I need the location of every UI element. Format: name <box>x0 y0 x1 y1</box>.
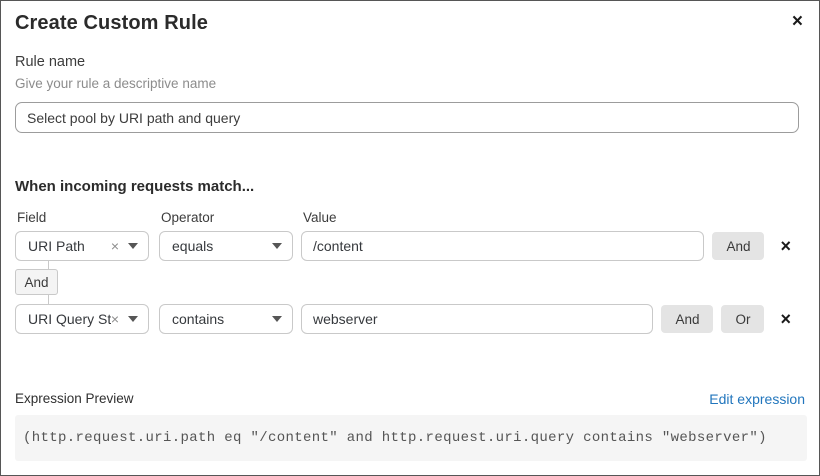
edit-expression-link[interactable]: Edit expression <box>709 391 805 407</box>
expression-code-text: (http.request.uri.path eq "/content" and… <box>23 430 767 446</box>
operator-select-value: contains <box>172 311 225 327</box>
and-button[interactable]: And <box>712 232 765 260</box>
match-section-heading: When incoming requests match... <box>15 178 255 195</box>
operator-select[interactable]: equals <box>159 231 293 261</box>
or-button[interactable]: Or <box>721 305 765 333</box>
field-select[interactable]: URI Path × <box>15 231 149 261</box>
page-title: Create Custom Rule <box>15 12 208 34</box>
chevron-down-icon <box>272 316 282 322</box>
logic-connector: And <box>15 261 805 304</box>
value-input[interactable] <box>301 231 705 261</box>
rule-name-helper-text: Give your rule a descriptive name <box>15 76 217 91</box>
rule-name-input[interactable] <box>15 102 799 133</box>
clear-field-icon[interactable]: × <box>110 238 119 254</box>
field-select[interactable]: URI Query St... × <box>15 304 149 334</box>
condition-row: URI Query St... × contains And Or × <box>15 304 805 334</box>
value-input[interactable] <box>301 304 654 334</box>
connector-line <box>48 295 49 304</box>
expression-preview-label: Expression Preview <box>15 391 134 406</box>
expression-code-block: (http.request.uri.path eq "/content" and… <box>15 415 807 461</box>
clear-field-icon[interactable]: × <box>110 311 119 327</box>
field-column-label: Field <box>17 210 47 225</box>
rule-name-label: Rule name <box>15 54 86 70</box>
delete-row-icon[interactable]: × <box>780 309 791 329</box>
operator-column-label: Operator <box>161 210 215 225</box>
operator-select-value: equals <box>172 238 214 254</box>
field-select-value: URI Path <box>28 238 85 254</box>
chevron-down-icon <box>128 243 138 249</box>
expression-preview-header: Expression Preview Edit expression <box>15 391 805 407</box>
connector-line <box>48 261 49 269</box>
value-column-label: Value <box>303 210 337 225</box>
field-select-value: URI Query St... <box>28 311 111 327</box>
close-icon[interactable]: × <box>791 11 803 32</box>
chevron-down-icon <box>128 316 138 322</box>
condition-row: URI Path × equals And × <box>15 231 805 261</box>
delete-row-icon[interactable]: × <box>780 236 791 256</box>
operator-select[interactable]: contains <box>159 304 293 334</box>
chevron-down-icon <box>272 243 282 249</box>
dialog-header: Create Custom Rule × <box>15 11 805 35</box>
and-connector-badge: And <box>15 269 58 295</box>
condition-column-labels: Field Operator Value <box>15 210 805 226</box>
and-button[interactable]: And <box>661 305 714 333</box>
